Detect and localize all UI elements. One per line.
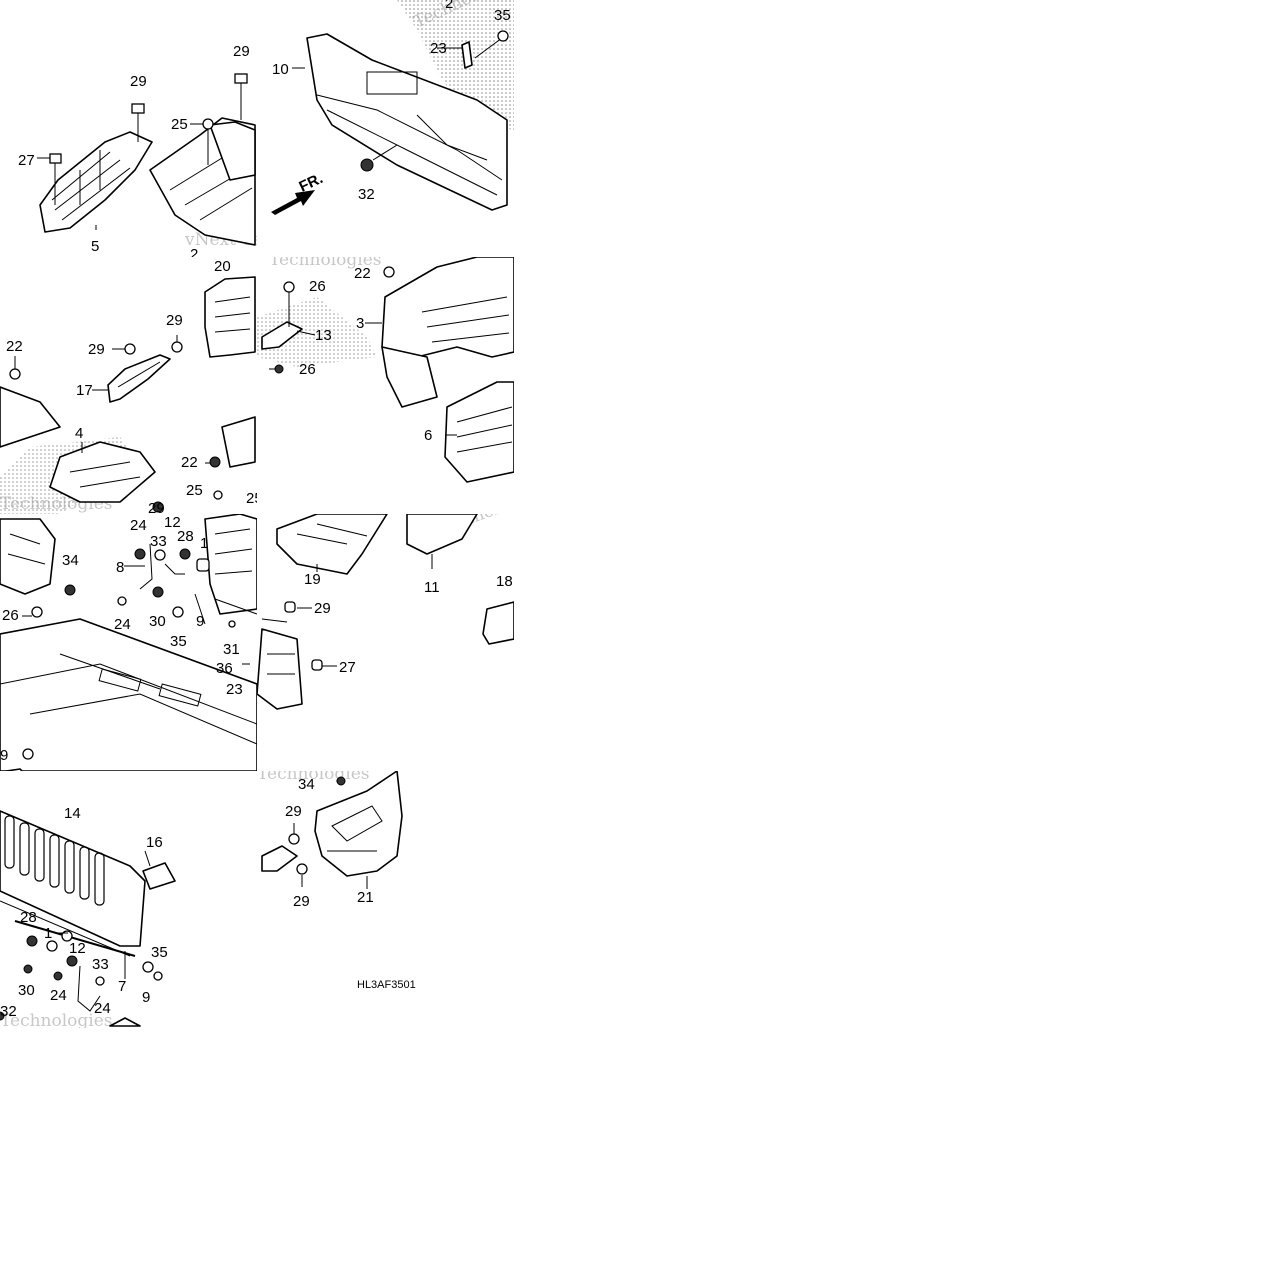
part-tailgate-panel bbox=[306, 33, 508, 211]
callout-label: 26 bbox=[309, 278, 326, 295]
callout-label: 36 bbox=[216, 660, 233, 677]
diagram-tile-8: Technologies 34 29 29 21 bbox=[257, 771, 417, 1028]
callout-label: 30 bbox=[149, 613, 166, 630]
callout-label: 24 bbox=[50, 987, 67, 1004]
part-side-bracket bbox=[204, 276, 256, 358]
diagram-tile-2: Technologies FR. 2 35 10 23 32 bbox=[257, 0, 514, 257]
callout-label: 26 bbox=[299, 361, 316, 378]
callout-label: 12 bbox=[69, 940, 86, 957]
callout-label: 27 bbox=[18, 152, 35, 169]
part-bracket-17 bbox=[107, 354, 171, 403]
callout-label: 7 bbox=[118, 978, 126, 995]
callout-label: 21 bbox=[357, 889, 374, 906]
diagram-tile-6: Technologies 19 11 18 29 27 bbox=[257, 514, 514, 771]
callout-label: 27 bbox=[339, 659, 356, 676]
front-direction-label: FR. bbox=[297, 170, 326, 196]
nut-icon bbox=[360, 158, 374, 172]
diagram-tile-4: Technologies 22 26 13 3 26 6 bbox=[257, 257, 514, 514]
callout-label: 11 bbox=[424, 579, 440, 596]
callout-label: 30 bbox=[18, 982, 35, 999]
callout-label: 17 bbox=[76, 382, 93, 399]
part-latch-16 bbox=[142, 862, 176, 890]
part-tailgate-14 bbox=[0, 810, 146, 947]
callout-label: 4 bbox=[75, 425, 83, 442]
diagram-tile-5: vNext Technologies bbox=[0, 514, 257, 771]
callout-label: 29 bbox=[148, 500, 165, 514]
callout-label: 6 bbox=[424, 427, 432, 444]
callout-label: 14 bbox=[64, 805, 81, 822]
callout-label: 29 bbox=[314, 600, 331, 617]
callout-label: 34 bbox=[298, 776, 315, 793]
callout-label: 2 bbox=[445, 0, 453, 12]
callout-label: 33 bbox=[92, 956, 109, 973]
callout-label: 22 bbox=[354, 265, 371, 282]
callout-label: 24 bbox=[114, 616, 131, 633]
callout-label: 2 bbox=[190, 246, 198, 257]
callout-label: 9 bbox=[0, 747, 8, 764]
callout-label: 10 bbox=[272, 61, 289, 78]
callout-label: 35 bbox=[170, 633, 187, 650]
part-bracket-13 bbox=[261, 321, 303, 350]
watermark: Technologies bbox=[269, 257, 382, 270]
callout-label: 1 bbox=[200, 535, 208, 552]
callout-label: 29 bbox=[130, 73, 147, 90]
part-cover-21 bbox=[314, 771, 403, 877]
callout-label: 20 bbox=[214, 258, 231, 275]
part-bed-floor bbox=[0, 618, 257, 771]
callout-label: 13 bbox=[315, 327, 332, 344]
part-tray-4 bbox=[0, 386, 61, 448]
callout-label: 9 bbox=[142, 989, 150, 1006]
callout-label: 35 bbox=[494, 7, 511, 24]
callout-label: 29 bbox=[285, 803, 302, 820]
callout-label: 25 bbox=[246, 490, 257, 507]
diagram-tile-1: vNext Technologies 29 29 27 25 5 2 bbox=[0, 0, 257, 257]
callout-label: 25 bbox=[171, 116, 188, 133]
callout-label: 22 bbox=[6, 338, 23, 355]
callout-label: 19 bbox=[304, 571, 321, 588]
callout-label: 1 bbox=[44, 925, 52, 942]
callout-label: 23 bbox=[226, 681, 243, 698]
callout-label: 28 bbox=[177, 528, 194, 545]
callout-label: 32 bbox=[358, 186, 375, 203]
diagram-code-container: HL3AF3501 bbox=[357, 979, 416, 991]
callout-label: 22 bbox=[181, 454, 198, 471]
callout-label: 23 bbox=[430, 40, 447, 57]
callout-label: 29 bbox=[233, 43, 250, 60]
part-rail-19 bbox=[276, 514, 388, 575]
diagram-tile-3: Technologies 20 22 29 bbox=[0, 257, 257, 514]
part-mount-bracket bbox=[0, 518, 56, 595]
callout-label: 3 bbox=[356, 315, 364, 332]
callout-label: 24 bbox=[94, 1000, 111, 1017]
callout-label: 12 bbox=[164, 514, 181, 531]
diagram-tile-7: Technologies bbox=[0, 771, 257, 1028]
callout-label: 16 bbox=[146, 834, 163, 851]
part-side-panel bbox=[39, 131, 153, 233]
part-bracket-18 bbox=[482, 601, 514, 645]
callout-label: 9 bbox=[196, 613, 204, 630]
callout-label: 29 bbox=[166, 312, 183, 329]
part-rail-11 bbox=[406, 514, 478, 555]
front-arrow-icon bbox=[271, 190, 315, 215]
callout-label: 32 bbox=[0, 1003, 17, 1020]
callout-label: 29 bbox=[293, 893, 310, 910]
callout-label: 28 bbox=[20, 909, 37, 926]
callout-label: 29 bbox=[88, 341, 105, 358]
callout-label: 8 bbox=[116, 559, 124, 576]
callout-label: 35 bbox=[151, 944, 168, 961]
callout-label: 5 bbox=[91, 238, 99, 255]
callout-label: 26 bbox=[2, 607, 19, 624]
callout-label: 31 bbox=[223, 641, 240, 658]
callout-label: 18 bbox=[496, 573, 513, 590]
callout-label: 24 bbox=[130, 517, 147, 534]
callout-label: 34 bbox=[62, 552, 79, 569]
callout-label: 25 bbox=[186, 482, 203, 499]
diagram-code: HL3AF3501 bbox=[357, 979, 416, 991]
watermark: Technologies bbox=[0, 1011, 113, 1028]
callout-label: 33 bbox=[150, 533, 167, 550]
